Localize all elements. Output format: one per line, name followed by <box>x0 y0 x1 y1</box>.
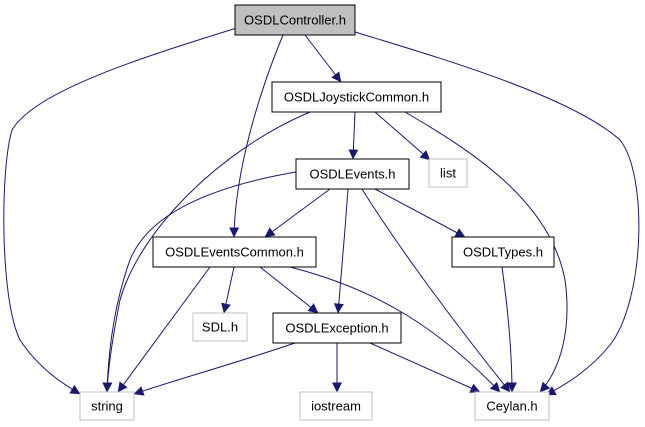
edge-osdlevents-to-osdleventscommon <box>264 188 331 238</box>
node-label: OSDLJoystickCommon.h <box>284 90 429 105</box>
node-string[interactable]: string <box>79 391 135 421</box>
node-box <box>192 312 248 342</box>
edge-osdlcontroller-to-osdleventscommon <box>229 34 284 238</box>
node-osdlexception[interactable]: OSDLException.h <box>272 312 402 344</box>
edge-osdleventscommon-to-ceylan <box>289 266 501 393</box>
edge-osdlevents-to-osdltypes <box>374 188 466 238</box>
nodes: OSDLController.hOSDLJoystickCommon.hOSDL… <box>79 4 555 421</box>
edge-osdleventscommon-to-osdlexception <box>259 266 319 314</box>
node-box <box>428 158 468 188</box>
edge-osdlcontroller-to-string <box>3 26 241 395</box>
node-osdleventscommon[interactable]: OSDLEventsCommon.h <box>152 236 317 268</box>
edge-osdleventscommon-to-string <box>117 266 211 393</box>
edges <box>3 26 640 396</box>
node-label: iostream <box>311 399 361 414</box>
edge-osdljoystickcommon-to-string <box>102 111 311 393</box>
node-label: SDL.h <box>202 320 238 335</box>
edge-osdlcontroller-to-ceylan <box>354 31 640 396</box>
edge-osdlevents-to-ceylan <box>361 188 511 393</box>
node-box <box>234 4 356 36</box>
edge-osdljoystickcommon-to-ceylan <box>404 111 568 393</box>
node-box <box>451 236 555 268</box>
node-sdl[interactable]: SDL.h <box>192 312 248 342</box>
edge-osdlcontroller-to-osdljoystickcommon <box>304 34 342 83</box>
edge-osdleventscommon-to-sdl <box>221 266 235 314</box>
node-box <box>474 391 550 421</box>
node-iostream[interactable]: iostream <box>299 391 373 421</box>
node-osdljoystickcommon[interactable]: OSDLJoystickCommon.h <box>271 81 442 113</box>
node-osdlcontroller[interactable]: OSDLController.h <box>234 4 356 36</box>
node-box <box>152 236 317 268</box>
edge-osdlevents-to-osdlexception <box>333 188 349 314</box>
edge-osdltypes-to-ceylan <box>501 266 517 393</box>
node-label: OSDLEventsCommon.h <box>165 245 304 260</box>
edge-osdlevents-to-string <box>102 171 297 393</box>
node-box <box>79 391 135 421</box>
node-box <box>271 81 442 113</box>
node-label: Ceylan.h <box>486 399 537 414</box>
node-list[interactable]: list <box>428 158 468 188</box>
edge-osdlexception-to-ceylan <box>369 342 481 393</box>
node-ceylan[interactable]: Ceylan.h <box>474 391 550 421</box>
node-box <box>272 312 402 344</box>
node-label: list <box>440 166 456 181</box>
node-label: OSDLController.h <box>244 13 346 28</box>
node-box <box>295 158 410 190</box>
node-osdltypes[interactable]: OSDLTypes.h <box>451 236 555 268</box>
edge-osdljoystickcommon-to-list <box>374 111 431 161</box>
node-label: OSDLTypes.h <box>463 245 543 260</box>
node-label: OSDLException.h <box>285 321 388 336</box>
node-label: OSDLEvents.h <box>310 167 396 182</box>
node-osdlevents[interactable]: OSDLEvents.h <box>295 158 410 190</box>
node-box <box>299 391 373 421</box>
node-label: string <box>91 399 123 414</box>
edge-osdljoystickcommon-to-osdlevents <box>348 111 359 160</box>
edge-osdlexception-to-string <box>133 342 296 396</box>
